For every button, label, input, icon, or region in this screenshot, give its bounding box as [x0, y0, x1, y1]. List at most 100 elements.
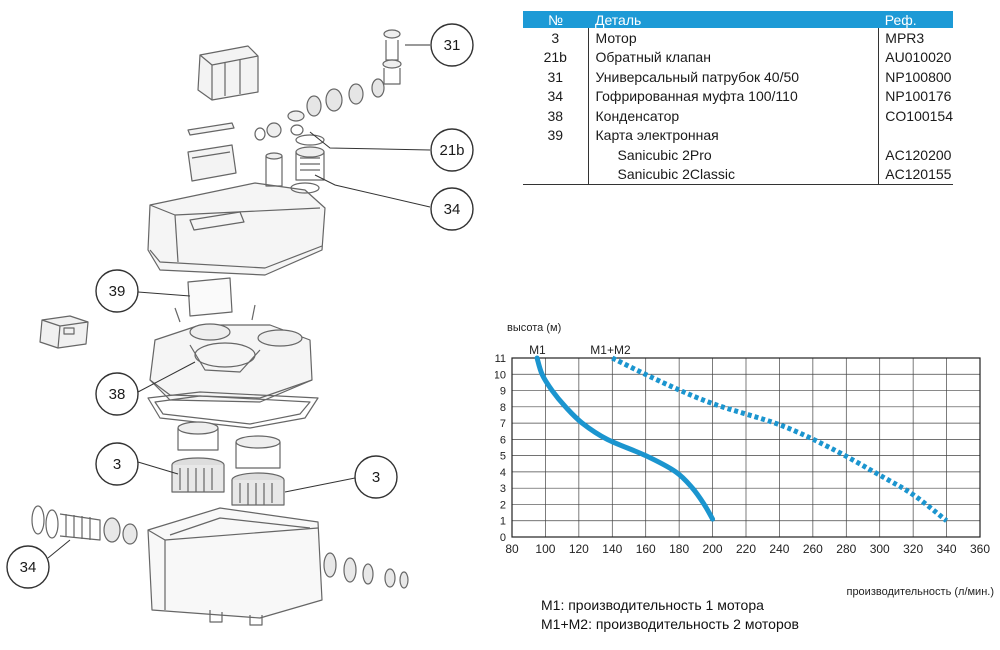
series-labels: M1 M1+M2 [529, 343, 631, 357]
legend-line-m1m2: M1+M2: производительность 2 моторов [541, 616, 799, 632]
x-tick-label: 200 [703, 542, 723, 556]
chart-series [534, 355, 949, 523]
part-ref [879, 126, 953, 146]
y-tick-label: 6 [500, 434, 506, 446]
x-tick-label: 120 [569, 542, 589, 556]
exploded-parts-diagram: 31 21b 34 39 38 3 3 34 [6, 23, 474, 626]
callout-34-top: 34 [430, 187, 474, 231]
y-tick-label: 8 [500, 402, 506, 414]
part-name: Гофрированная муфта 100/110 [587, 86, 880, 106]
legend-line-m1: M1: производительность 1 мотора [541, 597, 764, 613]
callout-34-bottom: 34 [6, 545, 50, 589]
part-ref: MPR3 [885, 29, 925, 46]
y-tick-label: 0 [500, 532, 506, 544]
lid-cover-part [197, 45, 259, 101]
svg-text:3: 3 [113, 456, 121, 473]
part-ref: NP100176 [885, 88, 952, 105]
parts-table-row: 39 Карта электронная [523, 125, 953, 146]
tank-body-part [147, 507, 323, 626]
part-name: Sanicubic 2Pro [587, 145, 880, 165]
part-number [523, 145, 588, 165]
parts-table-row: 34 Гофрированная муфта 100/110 NP100176 [523, 86, 953, 106]
header-ref: Реф. [878, 11, 953, 28]
lid-window-part [187, 144, 237, 182]
series-line-m1 [534, 355, 716, 522]
svg-text:34: 34 [20, 559, 37, 576]
main-lid-part [147, 182, 326, 276]
part-number: 3 [551, 29, 560, 46]
y-tick-label: 2 [500, 499, 506, 511]
part-number: 31 [547, 68, 564, 85]
y-tick-label: 9 [500, 386, 506, 398]
x-tick-label: 160 [636, 542, 656, 556]
x-tick-label: 100 [535, 542, 555, 556]
y-axis-label: высота (м) [507, 322, 561, 334]
right-fitting-part [323, 552, 409, 589]
parts-table-row: 21b Обратный клапан AU010020 [523, 47, 953, 67]
svg-text:21b: 21b [439, 142, 464, 159]
housing-gasket-part [147, 391, 319, 429]
part-name: Конденсатор [587, 106, 880, 126]
part-number: 34 [547, 88, 564, 105]
x-tick-label: 180 [669, 542, 689, 556]
part-name: Обратный клапан [587, 47, 880, 67]
series-line-m1-m2 [611, 355, 949, 523]
x-tick-label: 240 [769, 542, 789, 556]
part-ref: AC120155 [878, 164, 953, 185]
y-tick-label: 7 [500, 418, 506, 430]
part-ref: CO100154 [885, 107, 953, 124]
header-number: № [523, 11, 588, 28]
parts-table-row: 38 Конденсатор CO100154 [523, 106, 953, 126]
gasket-strip-part [187, 122, 235, 136]
chart-grid [511, 357, 981, 538]
plot-frame [511, 357, 981, 538]
motor-right-part [231, 435, 285, 506]
header-part: Деталь [588, 11, 879, 28]
svg-text:31: 31 [444, 37, 461, 54]
parts-table-header: № Деталь Реф. [523, 11, 953, 28]
x-tick-label: 340 [937, 542, 957, 556]
y-tick-label: 5 [500, 451, 506, 463]
y-tick-label: 1 [500, 516, 506, 528]
svg-text:38: 38 [109, 386, 126, 403]
part-name: Карта электронная [587, 125, 880, 145]
control-box-part [39, 315, 89, 349]
part-name: Sanicubic 2Classic [587, 164, 880, 185]
series-label-m1: M1 [529, 343, 546, 357]
x-axis-label: производительность (л/мин.) [846, 586, 994, 598]
callout-21b: 21b [430, 128, 474, 172]
part-number: 38 [547, 107, 564, 124]
left-coupling-part [31, 505, 138, 545]
part-ref: AU010020 [885, 49, 952, 66]
callout-39: 39 [95, 269, 139, 313]
x-tick-label: 360 [970, 542, 990, 556]
series-label-m1-m2: M1+M2 [590, 343, 631, 357]
x-tick-label: 80 [505, 542, 519, 556]
y-tick-label: 4 [500, 467, 506, 479]
y-tick-label: 10 [495, 369, 506, 381]
y-tick-label: 3 [500, 483, 506, 495]
callout-3-right: 3 [354, 455, 398, 499]
part-number: 39 [547, 127, 564, 144]
y-tick-label: 11 [495, 353, 506, 365]
part-ref: NP100800 [885, 68, 952, 85]
svg-text:3: 3 [372, 469, 380, 486]
performance-chart: высота (м) 80 100 120 1 4 0 160 180 200 220 240 260… [495, 322, 994, 598]
part-number [523, 164, 588, 185]
electronic-card-part [174, 277, 256, 323]
svg-text:34: 34 [444, 201, 461, 218]
housing-top-part [149, 323, 313, 403]
x-tick-label: 260 [803, 542, 823, 556]
part-number: 21b [543, 49, 567, 66]
svg-text:39: 39 [109, 283, 126, 300]
x-tick-label: 300 [870, 542, 890, 556]
callout-31: 31 [430, 23, 474, 67]
x-tick-label: 220 [736, 542, 756, 556]
